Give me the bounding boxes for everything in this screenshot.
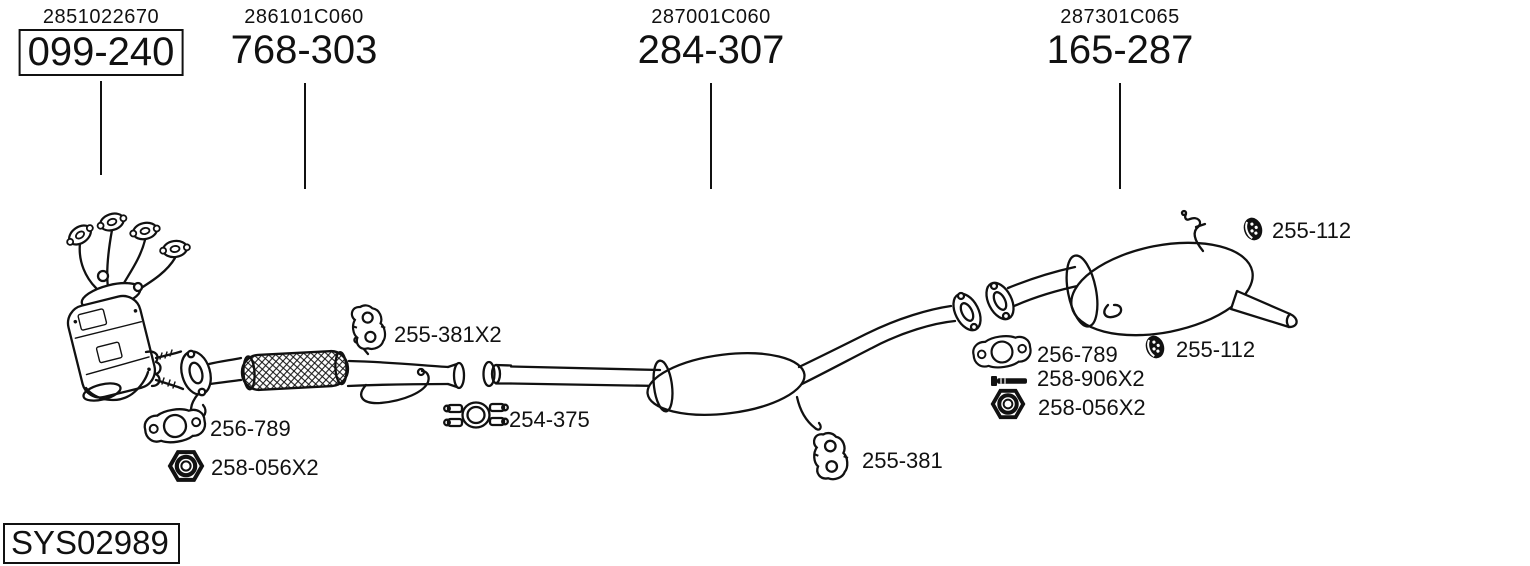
rubber-hanger-icon (348, 301, 390, 353)
header-front-pipe: 286101C060 768-303 (231, 6, 378, 71)
centre-muffler-drawing (482, 291, 982, 431)
catalytic-converter-drawing (62, 208, 193, 402)
hardware-label: 255-381X2 (394, 322, 502, 347)
leader-line (710, 83, 712, 189)
leader-line (1119, 83, 1121, 189)
gasket-icon (141, 403, 209, 448)
oem-number: 287001C060 (651, 6, 771, 28)
hardware-label: 254-375 (509, 407, 590, 432)
clamp-icon (443, 401, 509, 429)
bolt-icon (991, 376, 1027, 386)
oem-number: 2851022670 (42, 6, 160, 28)
hardware-label: 256-789 (210, 416, 291, 441)
rubber-hanger-icon (811, 430, 851, 482)
system-code-badge: SYS02989 (3, 523, 180, 564)
front-pipe-drawing (180, 336, 466, 428)
hardware-label: 255-381 (862, 448, 943, 473)
part-number: 284-307 (637, 28, 785, 72)
oem-number: 287301C065 (1060, 6, 1180, 28)
header-rear-muffler: 287301C065 165-287 (1047, 6, 1194, 71)
hardware-label: 255-112 (1176, 337, 1256, 362)
part-number: 099-240 (18, 29, 184, 76)
hardware-label: 258-056X2 (1038, 395, 1146, 420)
hex-nut-icon (170, 452, 202, 480)
hardware-label: 255-112 (1272, 218, 1352, 243)
hardware-label: 258-906X2 (1037, 366, 1145, 391)
oem-number: 286101C060 (244, 6, 364, 28)
header-catalyst: 2851022670 099-240 (18, 6, 184, 76)
gasket-icon (970, 331, 1034, 373)
part-number: 165-287 (1046, 28, 1194, 72)
rubber-mount-icon (1240, 214, 1266, 244)
rubber-mount-icon (1142, 332, 1168, 362)
hardware-label: 258-056X2 (211, 455, 319, 480)
part-number: 768-303 (230, 28, 378, 72)
rear-muffler-drawing (985, 209, 1298, 337)
hex-nut-icon (990, 388, 1026, 420)
leader-line (304, 83, 306, 189)
hardware-label: 256-789 (1037, 342, 1118, 367)
header-centre-muffler: 287001C060 284-307 (638, 6, 785, 71)
leader-line (100, 81, 102, 175)
